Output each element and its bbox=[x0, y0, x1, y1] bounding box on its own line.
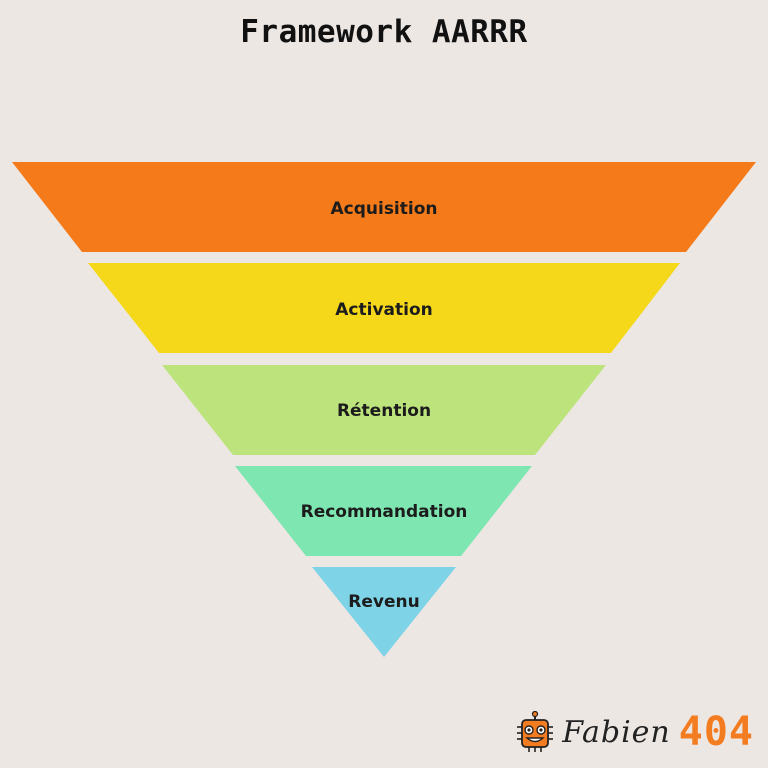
brand-number: 404 bbox=[678, 709, 754, 755]
funnel-label-activation: Activation bbox=[335, 300, 432, 320]
funnel-band-acquisition bbox=[12, 162, 756, 252]
funnel-band-activation bbox=[88, 263, 680, 353]
funnel-layer-activation: Activation bbox=[88, 263, 680, 353]
funnel-band-revenu bbox=[312, 567, 456, 657]
funnel-layer-retention: Rétention bbox=[162, 365, 606, 455]
funnel-band-recommandation bbox=[235, 466, 532, 556]
funnel-label-revenu: Revenu bbox=[348, 592, 419, 612]
funnel-layer-recommandation: Recommandation bbox=[235, 466, 532, 556]
funnel-label-recommandation: Recommandation bbox=[301, 502, 468, 522]
funnel-layer-acquisition: Acquisition bbox=[12, 162, 756, 252]
brand-watermark: Fabien 404 bbox=[514, 708, 754, 756]
funnel-label-acquisition: Acquisition bbox=[330, 199, 437, 219]
brand-name-script: Fabien bbox=[562, 714, 671, 750]
funnel-band-retention bbox=[162, 365, 606, 455]
funnel-label-retention: Rétention bbox=[337, 401, 431, 421]
funnel-layer-revenu: Revenu bbox=[312, 567, 456, 657]
page-title: Framework AARRR bbox=[240, 14, 528, 50]
robot-icon bbox=[517, 711, 554, 752]
